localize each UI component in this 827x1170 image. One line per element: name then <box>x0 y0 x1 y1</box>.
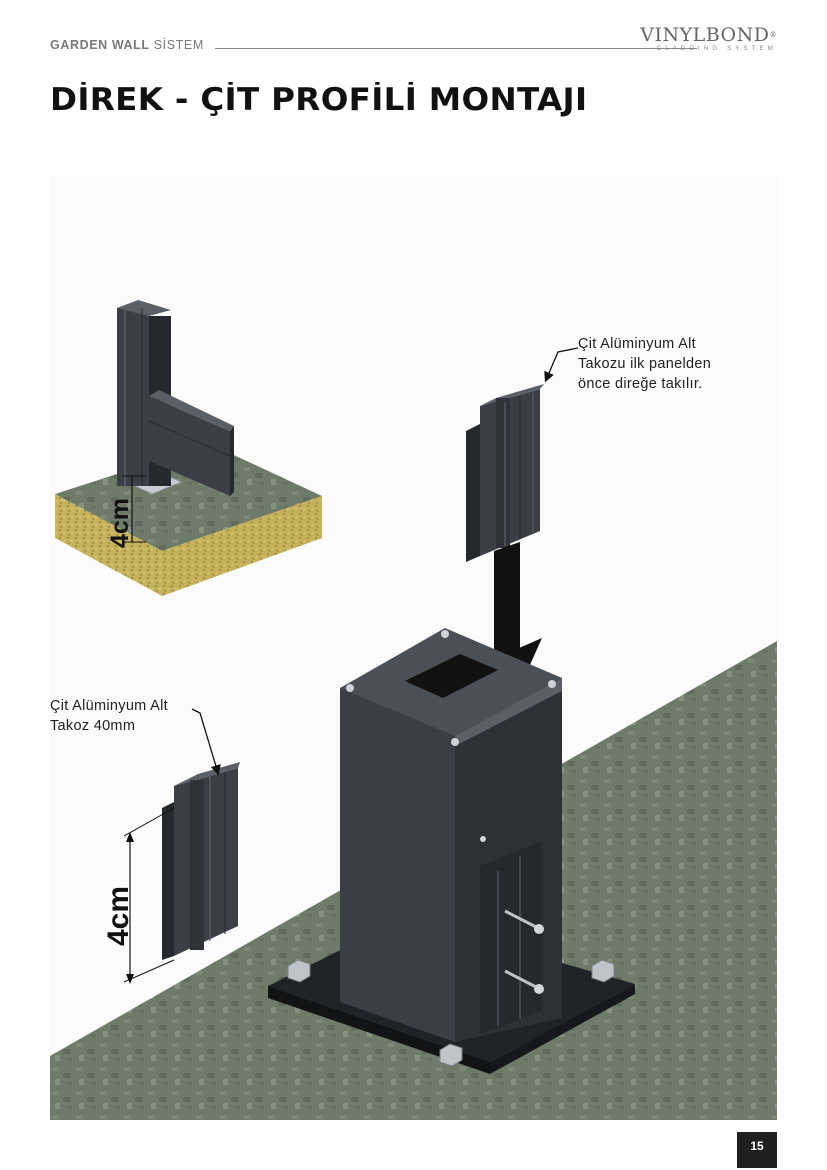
leader-left <box>191 708 221 776</box>
dimension-label-large: 4cm <box>102 886 135 946</box>
page-header: GARDEN WALL SİSTEM VINYLBOND® CLADDING S… <box>50 24 777 60</box>
header-rule <box>215 48 697 49</box>
aluminium-chock-left: 4cm <box>102 762 240 984</box>
assembly-illustration: 4cm <box>50 176 777 1120</box>
page-title: DİREK - ÇİT PROFİLİ MONTAJI <box>50 82 588 118</box>
aluminium-chock-top <box>466 384 544 562</box>
callout-top-right: Çit Alüminyum Alt Takozu ilk panelden ön… <box>578 336 712 392</box>
vinylbond-logo: VINYLBOND® CLADDING SYSTEM <box>640 24 777 52</box>
page-number: 15 <box>737 1132 777 1168</box>
inset-slab-illustration: 4cm <box>55 300 322 596</box>
main-post-illustration <box>268 628 635 1074</box>
leader-top-right <box>544 347 579 383</box>
dimension-label-small: 4cm <box>106 498 134 548</box>
callout-left: Çit Alüminyum Alt Takoz 40mm <box>50 698 168 734</box>
brand-heading: GARDEN WALL SİSTEM <box>50 38 204 52</box>
